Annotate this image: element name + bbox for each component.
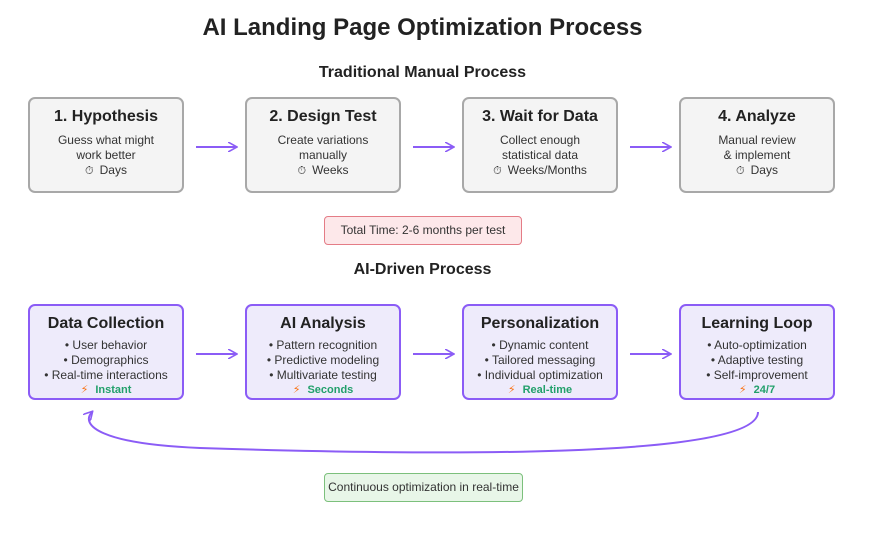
ai-step-learning-loop: Learning Loop • Auto-optimization• Adapt… [679,304,835,400]
bullet: • Adaptive testing [710,353,804,367]
step-title: 3. Wait for Data [482,108,598,125]
lightning-icon: ⚡ [738,384,747,396]
step-duration: ⚡ 24/7 [681,383,833,396]
page-title: AI Landing Page Optimization Process [202,14,643,41]
step-duration: ⚡ Instant [30,383,182,396]
step-duration: ⚡ Seconds [247,383,399,396]
step-duration: ⏱ Weeks [247,163,399,178]
lightning-icon: ⚡ [80,384,89,396]
duration-label: Instant [95,384,132,396]
stopwatch-icon: ⏱ [736,165,745,177]
bullet: • Predictive modeling [266,353,380,367]
step-title: Data Collection [47,315,165,332]
bullet: • Auto-optimization [707,338,807,352]
step-title: AI Analysis [280,315,366,332]
step-title: 2. Design Test [269,108,377,125]
desc-line: work better [76,148,136,162]
step-title: Learning Loop [701,315,813,332]
duration-label: Real-time [522,384,573,396]
bullet: • Real-time interactions [44,368,168,382]
ai-heading: AI-Driven Process [353,261,492,278]
duration-label: Seconds [307,384,354,396]
stopwatch-icon: ⏱ [493,165,502,177]
duration-label: Weeks [312,163,349,177]
trad-step-analyze: 4. Analyze Manual review& implement ⏱ Day… [679,97,835,193]
desc-line: statistical data [501,148,579,162]
step-bullets: • User behavior• Demographics• Real-time… [30,338,182,383]
step-bullets: • Auto-optimization• Adaptive testing• S… [681,338,833,383]
bullet: • Pattern recognition [268,338,378,352]
step-title: 1. Hypothesis [53,108,159,125]
bullet: • Dynamic content [491,338,589,352]
step-duration: ⏱ Days [681,163,833,178]
desc-line: Guess what might [57,133,155,147]
bullet: • Demographics [63,353,149,367]
desc-line: & implement [723,148,791,162]
step-duration: ⚡ Real-time [464,383,616,396]
desc-line: Manual review [718,133,796,147]
desc-line: Collect enough [499,133,581,147]
desc-line: Create variations [277,133,369,147]
step-description: Manual review& implement [681,133,833,163]
duration-label: Weeks/Months [507,163,587,177]
bullet: • Individual optimization [477,368,603,382]
traditional-heading: Traditional Manual Process [318,64,527,81]
step-bullets: • Pattern recognition• Predictive modeli… [247,338,399,383]
duration-label: 24/7 [753,384,776,396]
ai-step-ai-analysis: AI Analysis • Pattern recognition• Predi… [245,304,401,400]
duration-label: Days [750,163,778,177]
bullet: • Multivariate testing [269,368,377,382]
ai-step-personalization: Personalization • Dynamic content• Tailo… [462,304,618,400]
step-duration: ⏱ Days [30,163,182,178]
desc-line: manually [298,148,348,162]
step-bullets: • Dynamic content• Tailored messaging• I… [464,338,616,383]
lightning-icon: ⚡ [507,384,516,396]
stopwatch-icon: ⏱ [297,165,307,177]
duration-label: Days [99,163,127,177]
feedback-loop-arrow [89,412,759,454]
stopwatch-icon: ⏱ [85,165,94,177]
bullet: • User behavior [64,338,148,352]
step-title: 4. Analyze [718,108,796,125]
ai-step-data-collection: Data Collection • User behavior• Demogra… [28,304,184,400]
step-duration: ⏱ Weeks/Months [464,163,616,178]
step-title: Personalization [480,315,600,332]
lightning-icon: ⚡ [292,384,301,396]
loop-label: Continuous optimization in real-time [324,473,523,502]
bullet: • Self-improvement [706,368,808,382]
total-time-note: Total Time: 2-6 months per test [324,216,522,245]
bullet: • Tailored messaging [484,353,596,367]
